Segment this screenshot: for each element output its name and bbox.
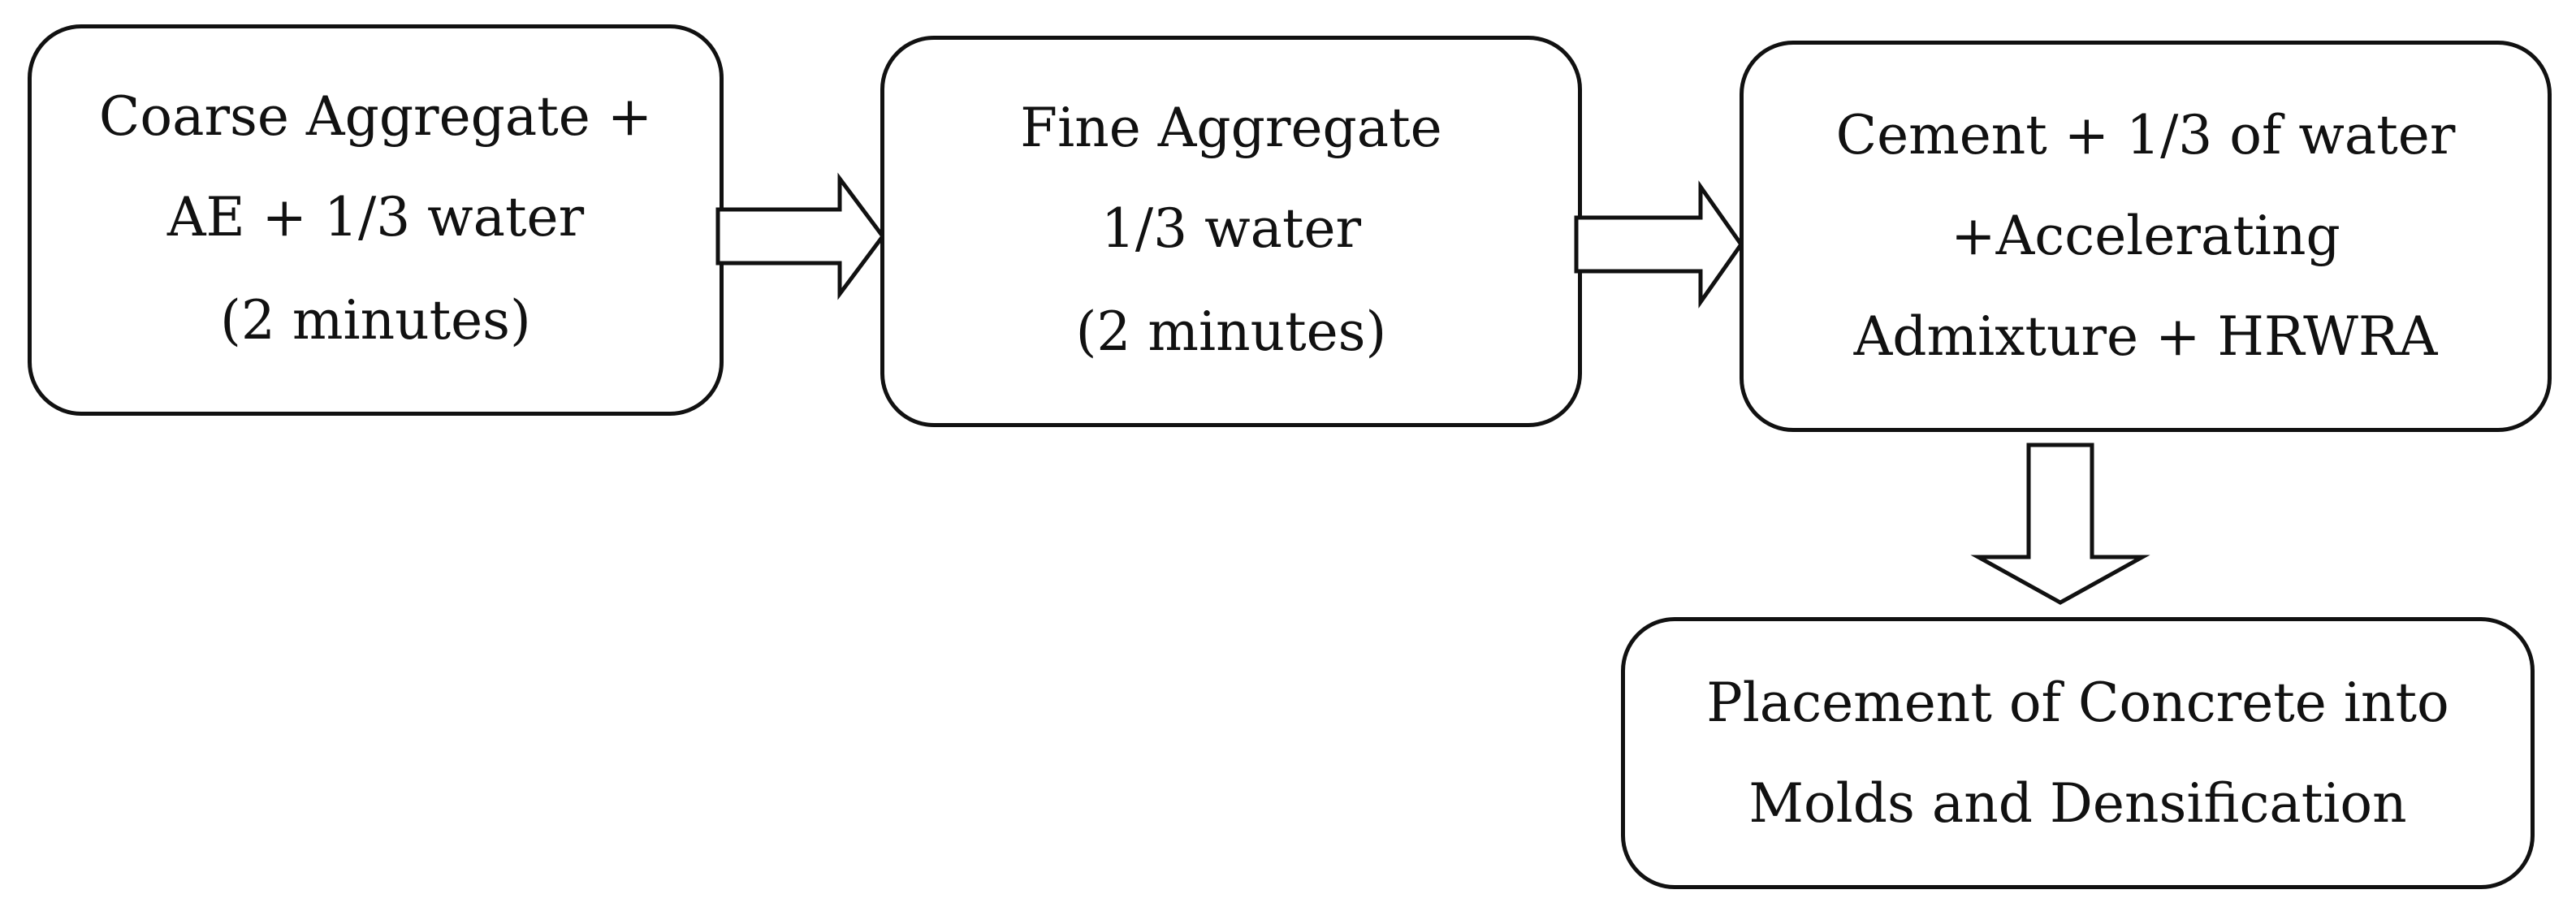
step-text-line: 1/3 water	[1100, 197, 1362, 260]
step-placement: Placement of Concrete into Molds and Den…	[1621, 617, 2535, 889]
step-text-line: Coarse Aggregate +	[98, 85, 653, 148]
step-text-line: Cement + 1/3 of water	[1835, 104, 2456, 166]
step-text-line: (2 minutes)	[220, 289, 531, 352]
right-arrow-icon	[1574, 180, 1744, 309]
step-cement: Cement + 1/3 of water +Accelerating Admi…	[1740, 41, 2552, 432]
step-text-line: Molds and Densification	[1748, 771, 2407, 835]
step-text-line: Fine Aggregate	[1020, 97, 1442, 159]
step-coarse-aggregate: Coarse Aggregate + AE + 1/3 water (2 min…	[28, 24, 724, 416]
step-text-line: (2 minutes)	[1075, 300, 1387, 363]
step-text-line: AE + 1/3 water	[166, 186, 585, 248]
down-arrow-icon	[1970, 443, 2150, 605]
step-text-line: +Accelerating	[1951, 205, 2340, 267]
step-text-line: Placement of Concrete into	[1706, 671, 2449, 734]
right-arrow-icon	[715, 172, 886, 300]
step-text-line: Admixture + HRWRA	[1853, 305, 2438, 368]
step-fine-aggregate: Fine Aggregate 1/3 water (2 minutes)	[880, 36, 1582, 427]
